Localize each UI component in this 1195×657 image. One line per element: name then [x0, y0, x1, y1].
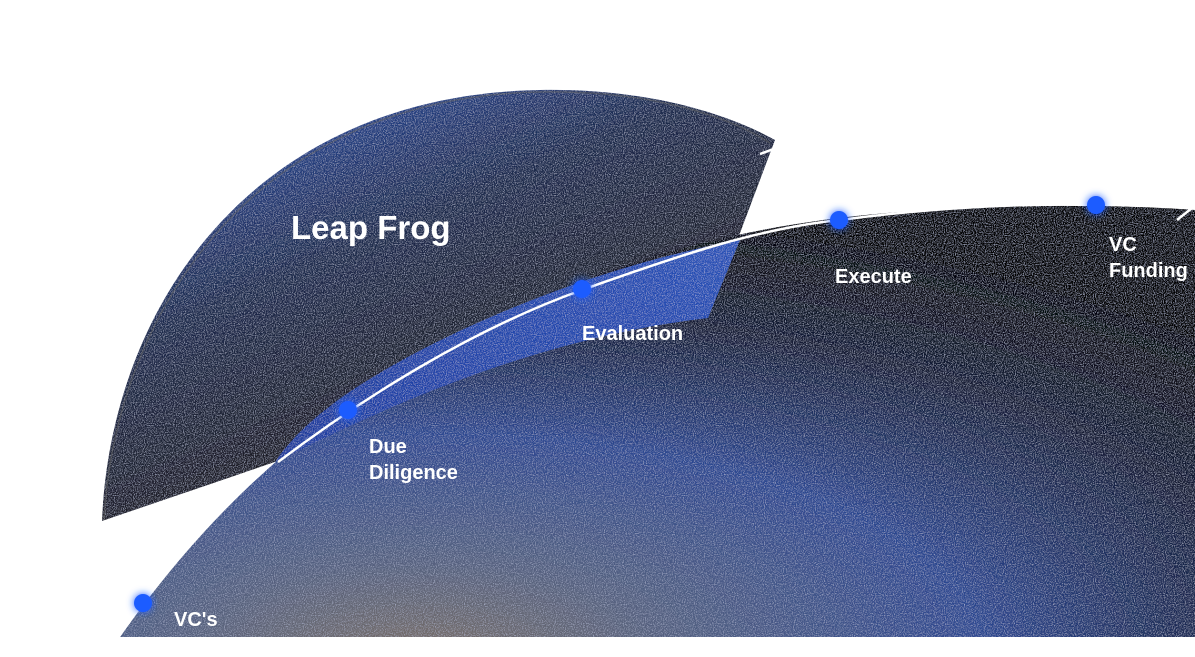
milestone-label-due-diligence: Due Diligence [369, 436, 458, 484]
milestone-label-evaluation: Evaluation [582, 323, 684, 345]
milestone-dot-execute [830, 211, 848, 229]
milestone-dot-due-diligence [339, 401, 357, 419]
milestone-dot-vcs-expertise [134, 594, 152, 612]
leap-frog-outline [97, 85, 777, 521]
leap-frog-title: Leap Frog [291, 209, 451, 246]
milestone-dot-vc-funding [1087, 196, 1105, 214]
growth-curve-end-tick [1176, 207, 1193, 221]
leap-frog-tip [759, 146, 777, 156]
milestone-label-vc-funding: VC Funding [1109, 234, 1188, 282]
milestone-dot-evaluation [573, 280, 591, 298]
gap-wedge [0, 462, 275, 640]
leap-frog-shape [102, 89, 775, 523]
growth-curve-line [277, 203, 1097, 463]
milestone-label-execute: Execute [835, 266, 912, 288]
leap-frog-outline-shadow [103, 91, 771, 523]
bottom-clip [0, 637, 1195, 657]
overlap-region [275, 240, 740, 462]
growth-curve-shape [118, 205, 1195, 640]
